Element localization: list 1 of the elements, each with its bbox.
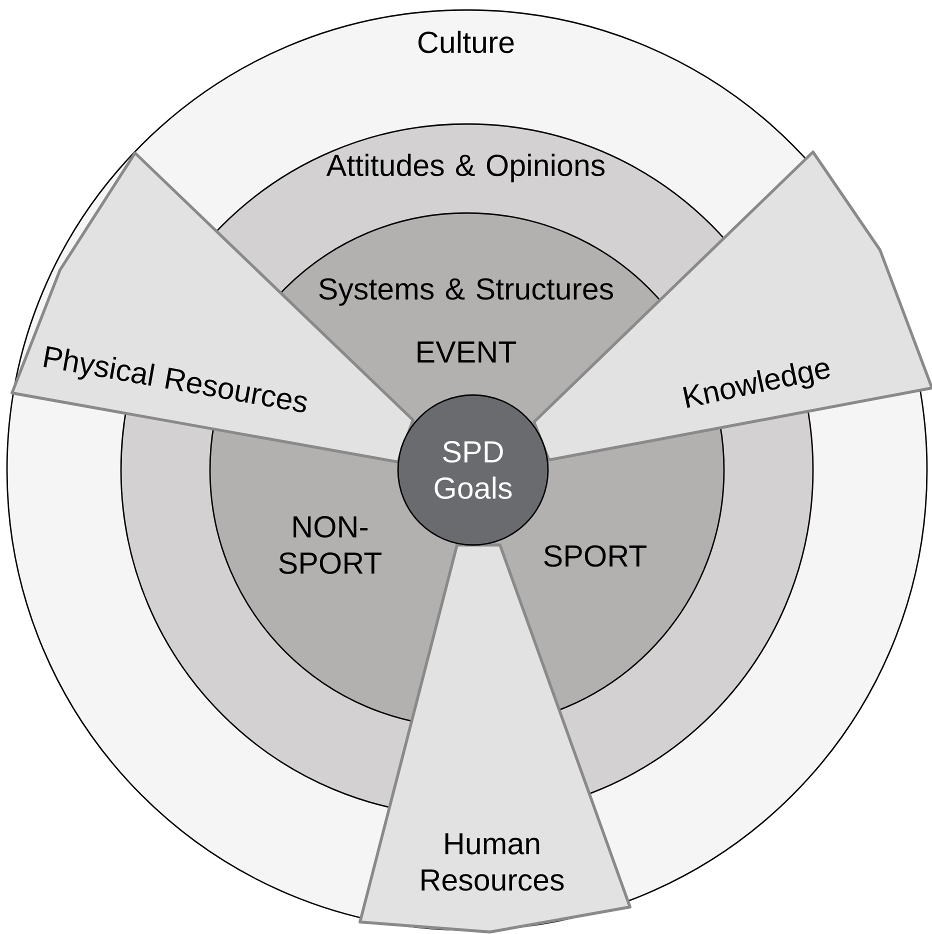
sector-label: EVENT xyxy=(418,342,516,362)
